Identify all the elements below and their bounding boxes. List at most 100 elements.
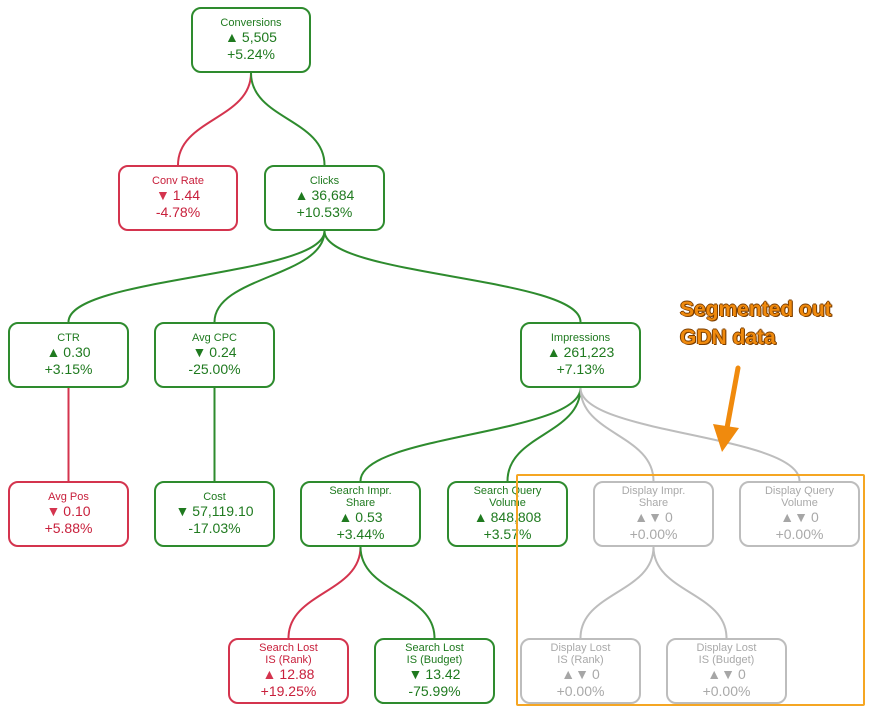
node-conversions: Conversions ▲5,505 +5.24% <box>191 7 311 73</box>
node-change: +3.44% <box>336 526 385 542</box>
node-value: ▲▼0 <box>561 666 600 683</box>
node-value: ▲12.88 <box>263 666 315 683</box>
node-title: Conversions <box>220 17 282 29</box>
trend-arrow-icon: ▼ <box>192 344 207 360</box>
node-title: Cost <box>203 491 226 503</box>
value-text: 0 <box>737 666 746 682</box>
value-text: 36,684 <box>311 187 355 203</box>
connector-clicks-avg_cpc <box>213 230 326 323</box>
node-title-line1: Search Impr. <box>329 485 392 497</box>
node-title: Conv Rate <box>152 175 204 187</box>
trend-arrow-icon: ▲▼ <box>780 509 808 525</box>
node-value: ▲▼0 <box>780 509 819 526</box>
connector-conversions-clicks <box>250 72 326 166</box>
node-title-line1: Search Lost <box>259 642 318 654</box>
connector-clicks-impressions <box>323 230 582 323</box>
node-title-line2: IS (Rank) <box>557 654 604 666</box>
value-text: 0 <box>664 509 673 525</box>
connector-impressions-search_query_volume <box>506 387 582 482</box>
node-value: ▲5,505 <box>225 29 277 46</box>
node-value: ▲▼0 <box>707 666 746 683</box>
connector-impressions-display_impr_share <box>579 387 655 482</box>
annotation-line1: Segmented out <box>680 298 832 321</box>
node-change: +3.57% <box>483 526 532 542</box>
node-title-line2: IS (Rank) <box>265 654 312 666</box>
value-text: 261,223 <box>563 344 615 360</box>
value-text: 0.10 <box>63 503 91 519</box>
node-change: -75.99% <box>408 683 461 699</box>
node-change: +5.24% <box>227 46 275 62</box>
value-text: 5,505 <box>241 29 277 45</box>
node-ctr: CTR ▲0.30 +3.15% <box>8 322 129 388</box>
node-value: ▲848,808 <box>474 509 541 526</box>
node-change: +7.13% <box>556 361 605 377</box>
trend-arrow-icon: ▼ <box>155 187 170 203</box>
node-change: -17.03% <box>188 520 241 536</box>
node-cost: Cost ▼57,119.10 -17.03% <box>154 481 275 547</box>
node-value: ▼1.44 <box>156 187 200 204</box>
node-title: CTR <box>57 332 80 344</box>
node-change: +5.88% <box>44 520 93 536</box>
node-title-line1: Search Query <box>473 485 542 497</box>
trend-arrow-icon: ▲▼ <box>707 666 735 682</box>
trend-arrow-icon: ▼ <box>46 503 61 519</box>
node-impressions: Impressions ▲261,223 +7.13% <box>520 322 641 388</box>
value-text: 0.53 <box>355 509 383 525</box>
node-value: ▼13.42 <box>409 666 461 683</box>
node-value: ▲261,223 <box>547 344 614 361</box>
node-clicks: Clicks ▲36,684 +10.53% <box>264 165 385 231</box>
connector-search_impr_share-search_lost_is_rank <box>287 546 362 639</box>
node-search-lost-is-budget: Search Lost IS (Budget) ▼13.42 -75.99% <box>374 638 495 704</box>
node-change: +0.00% <box>556 683 605 699</box>
trend-arrow-icon: ▲▼ <box>561 666 589 682</box>
connector-display_impr_share-display_lost_is_budget <box>652 546 728 639</box>
annotation-line2: GDN data <box>680 326 776 349</box>
trend-arrow-icon: ▲▼ <box>634 509 662 525</box>
node-title-line1: Display Query <box>764 485 835 497</box>
node-title: Avg Pos <box>48 491 89 503</box>
node-title-line2: IS (Budget) <box>406 654 463 666</box>
node-title-line2: Share <box>345 497 376 509</box>
value-text: 1.44 <box>172 187 201 203</box>
node-display-query-volume: Display Query Volume ▲▼0 +0.00% <box>739 481 860 547</box>
trend-arrow-icon: ▲ <box>473 509 488 525</box>
node-avg-pos: Avg Pos ▼0.10 +5.88% <box>8 481 129 547</box>
node-change: +0.00% <box>629 526 678 542</box>
node-title: Avg CPC <box>191 332 238 344</box>
node-change: +19.25% <box>260 683 317 699</box>
trend-arrow-icon: ▼ <box>175 503 190 519</box>
node-conv-rate: Conv Rate ▼1.44 -4.78% <box>118 165 238 231</box>
node-title-line1: Display Lost <box>550 642 611 654</box>
trend-arrow-icon: ▲ <box>546 344 561 360</box>
node-value: ▼0.24 <box>192 344 236 361</box>
node-title-line1: Search Lost <box>405 642 464 654</box>
node-change: +0.00% <box>702 683 751 699</box>
node-value: ▲36,684 <box>295 187 355 204</box>
value-text: 0 <box>810 509 819 525</box>
node-title-line2: IS (Budget) <box>698 654 755 666</box>
trend-arrow-icon: ▲ <box>262 666 277 682</box>
value-text: 848,808 <box>490 509 542 525</box>
node-display-lost-is-budget: Display Lost IS (Budget) ▲▼0 +0.00% <box>666 638 787 704</box>
trend-arrow-icon: ▲ <box>294 187 309 203</box>
value-text: 13.42 <box>425 666 461 682</box>
node-title: Impressions <box>550 332 611 344</box>
value-text: 12.88 <box>279 666 315 682</box>
node-search-lost-is-rank: Search Lost IS (Rank) ▲12.88 +19.25% <box>228 638 349 704</box>
node-value: ▲▼0 <box>634 509 673 526</box>
value-text: 0.24 <box>209 344 237 360</box>
annotation-label: Segmented out GDN data <box>680 296 860 352</box>
trend-arrow-icon: ▲ <box>338 509 353 525</box>
gdn-highlight-box <box>516 474 865 706</box>
connector-clicks-ctr <box>67 230 326 323</box>
node-title-line2: Volume <box>781 497 818 509</box>
node-title-line1: Display Lost <box>696 642 757 654</box>
node-search-impr-share: Search Impr. Share ▲0.53 +3.44% <box>300 481 421 547</box>
node-value: ▼57,119.10 <box>175 503 253 520</box>
node-value: ▲0.53 <box>338 509 382 526</box>
connector-display_impr_share-display_lost_is_rank <box>579 546 655 639</box>
node-change: -4.78% <box>155 204 201 220</box>
trend-arrow-icon: ▲ <box>225 29 239 45</box>
node-title-line1: Display Impr. <box>621 485 686 497</box>
